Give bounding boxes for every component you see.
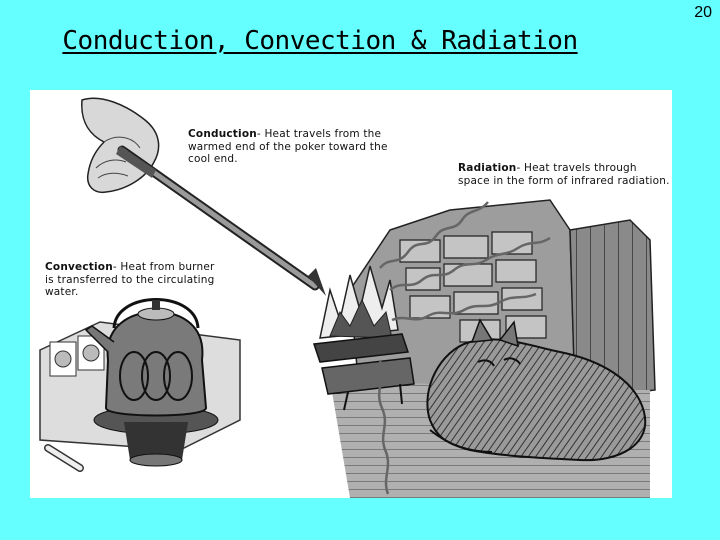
- illustration-art: [39, 97, 656, 498]
- radiation-caption: Radiation- Heat travels through space in…: [458, 162, 672, 187]
- poker-icon: [116, 145, 326, 296]
- slide-title: Conduction, Convection & Radiation: [62, 26, 578, 56]
- radiation-term: Radiation: [458, 162, 517, 174]
- convection-text: - Heat from burner is transferred to the…: [45, 261, 215, 298]
- radiation-waves: [377, 201, 551, 495]
- conduction-caption: Conduction- Heat travels from the warmed…: [188, 128, 388, 166]
- convection-term: Convection: [45, 261, 113, 273]
- slide-number: 20: [694, 4, 712, 21]
- conduction-term: Conduction: [188, 128, 257, 140]
- heat-transfer-illustration: Conduction- Heat travels from the warmed…: [30, 90, 672, 498]
- radiation-text: - Heat travels through space in the form…: [458, 162, 670, 187]
- fire-icon: [312, 265, 410, 363]
- cat-icon: [426, 318, 647, 462]
- hand-icon: [81, 97, 160, 194]
- conduction-text: - Heat travels from the warmed end of th…: [188, 128, 388, 165]
- kettle-icon: [84, 298, 208, 417]
- convection-caption: Convection- Heat from burner is transfer…: [45, 261, 225, 299]
